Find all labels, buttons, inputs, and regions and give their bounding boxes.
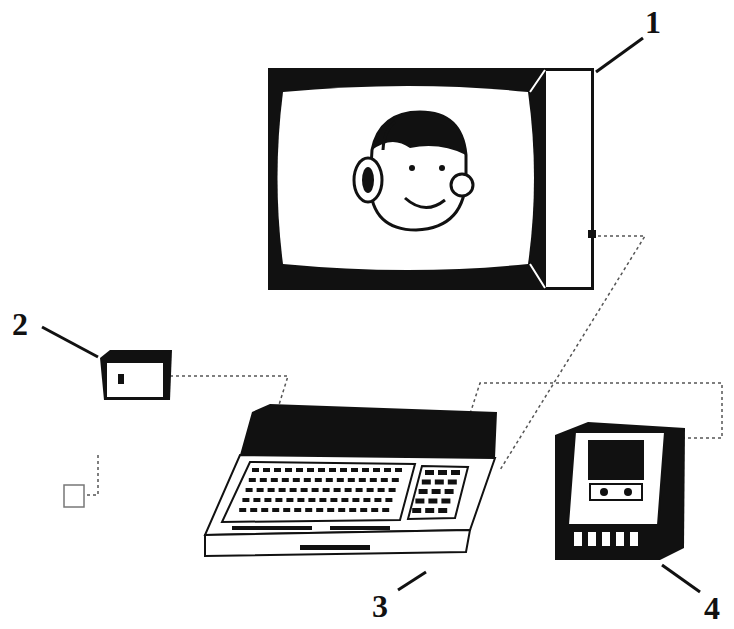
callout-number: 3 [372, 590, 388, 622]
wall-socket [64, 485, 84, 507]
callout-number: 2 [12, 308, 28, 340]
callout-number: 1 [645, 6, 661, 38]
cassette-recorder [555, 422, 685, 560]
callout-number: 4 [704, 592, 720, 624]
television [268, 68, 596, 290]
power-supply [100, 350, 172, 400]
leader-line [42, 38, 700, 592]
computer-keyboard [205, 404, 497, 556]
